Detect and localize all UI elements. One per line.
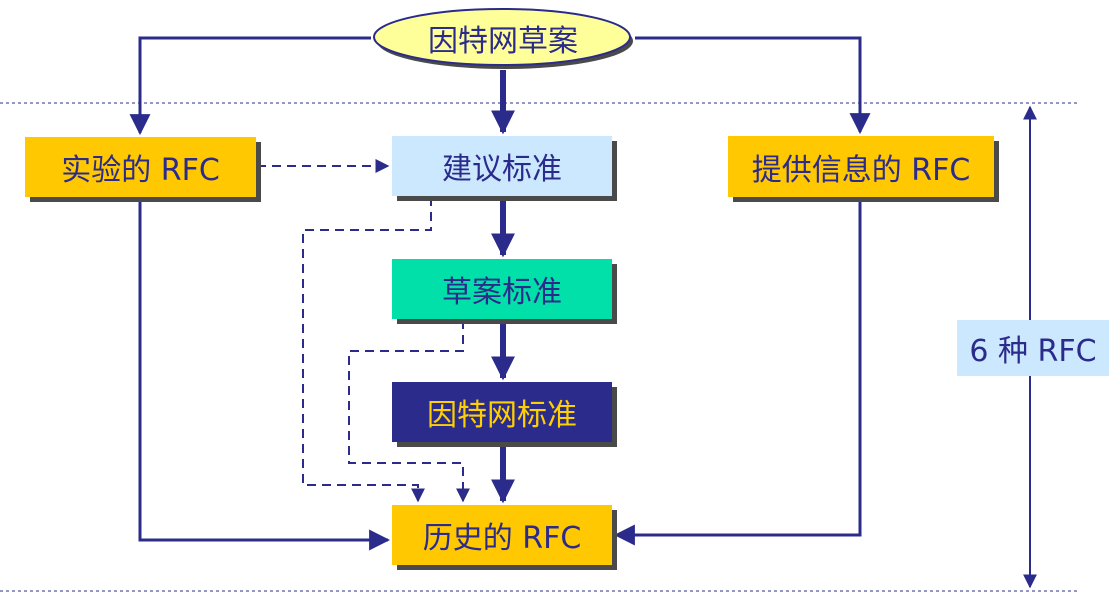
- range-label-text: 6 种 RFC: [969, 334, 1097, 369]
- node-proposed-standard-label: 建议标准: [442, 152, 562, 187]
- node-informational-rfc: 提供信息的 RFC: [728, 136, 994, 197]
- node-experimental-rfc: 实验的 RFC: [25, 137, 256, 197]
- node-proposed-standard: 建议标准: [392, 136, 612, 196]
- connector-root-to-experimental: [129, 36, 371, 136]
- connector-proposed-to-historic: [302, 197, 432, 503]
- node-historic-rfc: 历史的 RFC: [392, 505, 612, 565]
- node-informational-rfc-label: 提供信息的 RFC: [751, 152, 971, 188]
- node-internet-draft-label: 因特网草案: [428, 24, 578, 59]
- connector-draft-to-historic: [348, 320, 470, 503]
- range-label: 6 种 RFC: [957, 320, 1109, 376]
- node-draft-standard: 草案标准: [392, 259, 612, 319]
- node-internet-standard-label: 因特网标准: [427, 398, 577, 433]
- connector-root-to-informational: [635, 36, 871, 135]
- root-ellipse-shape: [373, 8, 633, 69]
- node-draft-standard-label: 草案标准: [442, 275, 562, 310]
- connector-informational-to-historic: [613, 198, 862, 546]
- node-experimental-rfc-label: 实验的 RFC: [61, 153, 220, 188]
- node-internet-standard: 因特网标准: [392, 382, 612, 442]
- connector-experimental-to-historic: [138, 198, 391, 551]
- node-internet-draft: 因特网草案: [371, 6, 635, 70]
- node-historic-rfc-label: 历史的 RFC: [422, 521, 582, 556]
